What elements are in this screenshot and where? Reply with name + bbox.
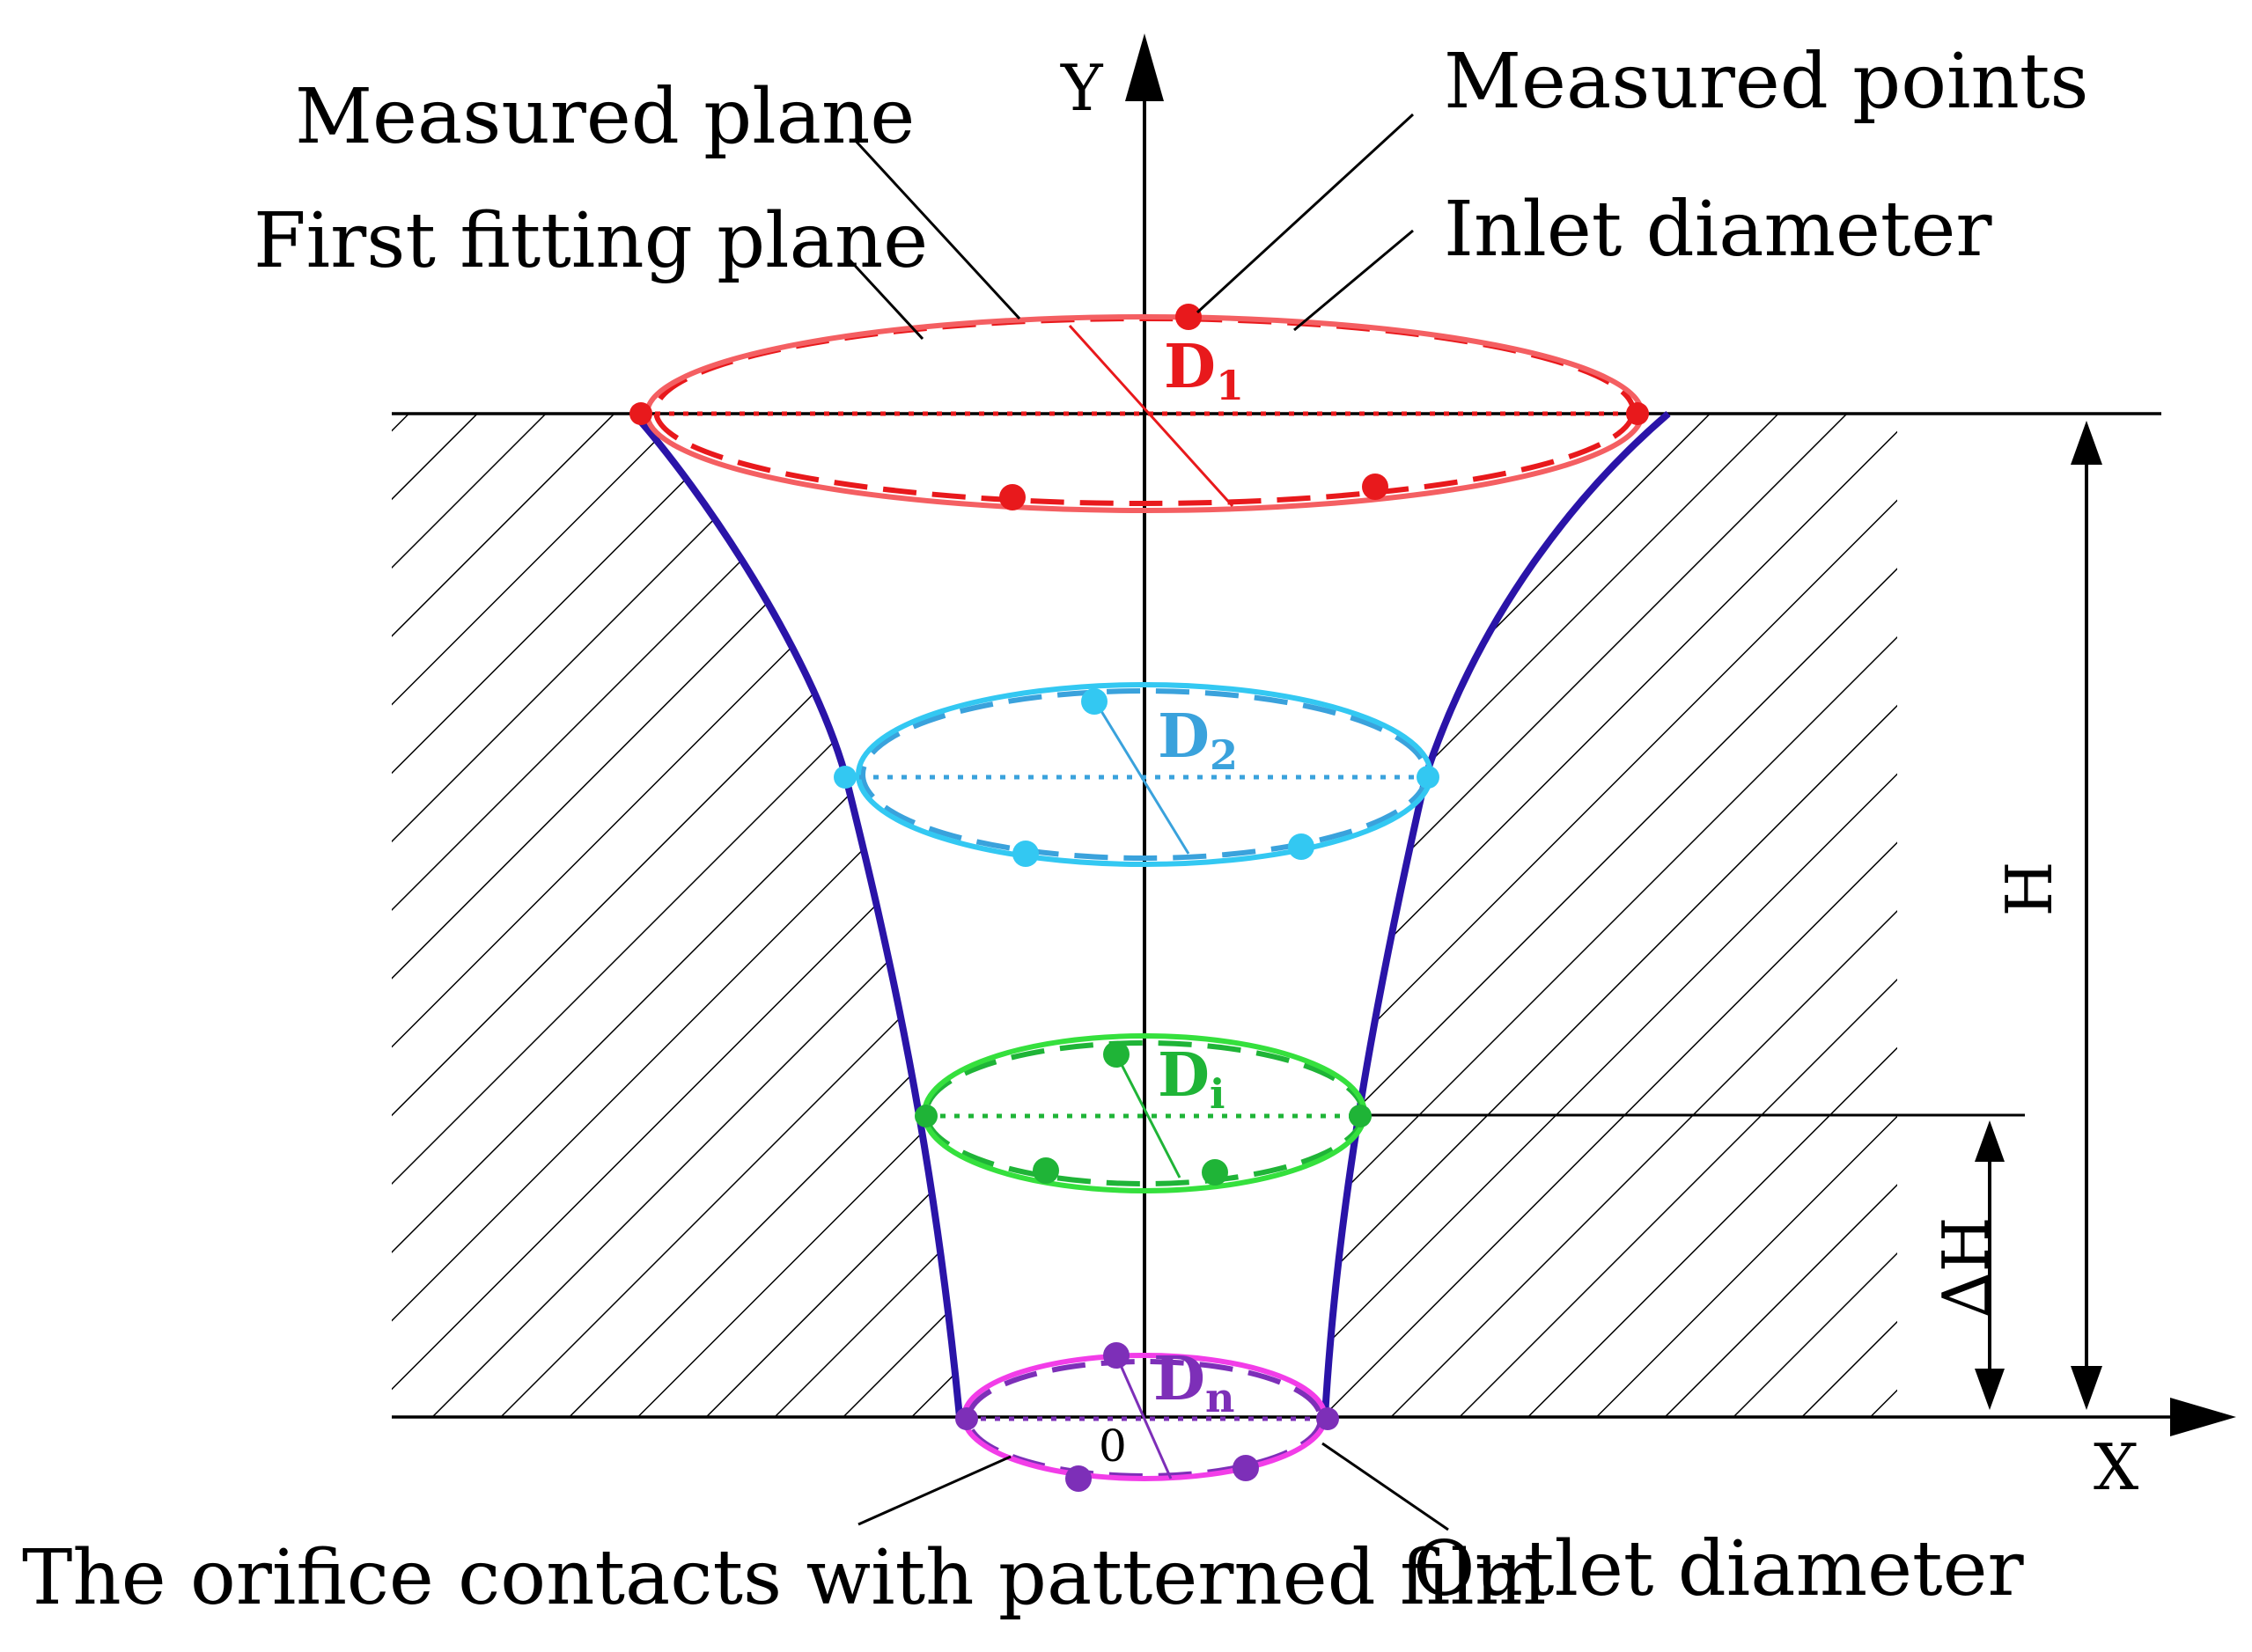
- di-point: [1103, 1041, 1130, 1068]
- di-diameter-line: [1115, 1054, 1181, 1178]
- measured-points-label: Measured points: [1444, 38, 2089, 126]
- diameter-d2-group: D2: [834, 682, 1439, 867]
- leader-measured-points: [1196, 113, 1415, 314]
- dn-point: [1103, 1342, 1130, 1369]
- y-axis-label: Y: [1060, 51, 1104, 125]
- measured-plane-label: Measured plane: [295, 73, 915, 161]
- y-axis-arrowhead: [1125, 33, 1164, 101]
- leader-first-fitting-plane: [845, 255, 924, 341]
- height-dimension: H: [1992, 421, 2102, 1410]
- d1-point: [1362, 474, 1388, 500]
- d2-point: [834, 766, 857, 789]
- di-label: Di: [1158, 1040, 1225, 1118]
- delta-height-label: ΔH: [1929, 1217, 2003, 1318]
- right-orifice-profile: [1321, 410, 1671, 1418]
- leader-measured-plane: [852, 137, 1021, 320]
- dn-point: [1233, 1455, 1259, 1481]
- dn-label: Dn: [1153, 1344, 1234, 1421]
- right-material-hatch: [1325, 414, 1897, 1417]
- leader-inlet-diameter: [1293, 229, 1414, 332]
- diameter-d1-group: D1: [629, 304, 1649, 513]
- diameter-dn-group: Dn: [955, 1342, 1339, 1492]
- di-point: [915, 1105, 938, 1127]
- d2-point: [1081, 688, 1108, 715]
- d1-point: [1175, 304, 1202, 330]
- x-axis-arrowhead: [2170, 1398, 2236, 1436]
- d2-point: [1288, 833, 1314, 860]
- dn-point: [1316, 1407, 1339, 1430]
- d2-diameter-line: [1093, 699, 1190, 855]
- d1-point: [999, 484, 1026, 510]
- first-fitting-plane-label: First fitting plane: [254, 197, 928, 285]
- di-point: [1202, 1159, 1228, 1186]
- x-axis-label: X: [2094, 1430, 2138, 1504]
- dn-point: [1065, 1465, 1092, 1492]
- d2-label: D2: [1158, 701, 1238, 779]
- d2-point: [1417, 766, 1439, 789]
- orifice-contacts-label: The orifice contacts with patterned film: [22, 1534, 1546, 1622]
- dn-diameter-line: [1115, 1355, 1173, 1479]
- d1-diameter-line: [1068, 324, 1234, 508]
- leader-orifice-contacts: [857, 1455, 1012, 1526]
- d1-point: [1626, 402, 1649, 425]
- di-point: [1033, 1157, 1059, 1184]
- d2-point: [1012, 841, 1039, 867]
- left-material-hatch: [392, 414, 960, 1417]
- outlet-diameter-label: Outlet diameter: [1413, 1525, 2024, 1613]
- leader-outlet-diameter: [1321, 1442, 1449, 1531]
- diameter-di-group: Di: [915, 1033, 1372, 1193]
- delta-height-dimension: ΔH: [1929, 1120, 2005, 1410]
- origin-label: 0: [1099, 1421, 1127, 1472]
- inlet-diameter-label: Inlet diameter: [1444, 186, 1992, 274]
- dn-point: [955, 1407, 978, 1430]
- di-point: [1349, 1105, 1372, 1127]
- d1-point: [629, 402, 652, 425]
- left-orifice-profile: [631, 411, 963, 1418]
- height-label: H: [1992, 862, 2066, 917]
- d1-label: D1: [1164, 332, 1244, 409]
